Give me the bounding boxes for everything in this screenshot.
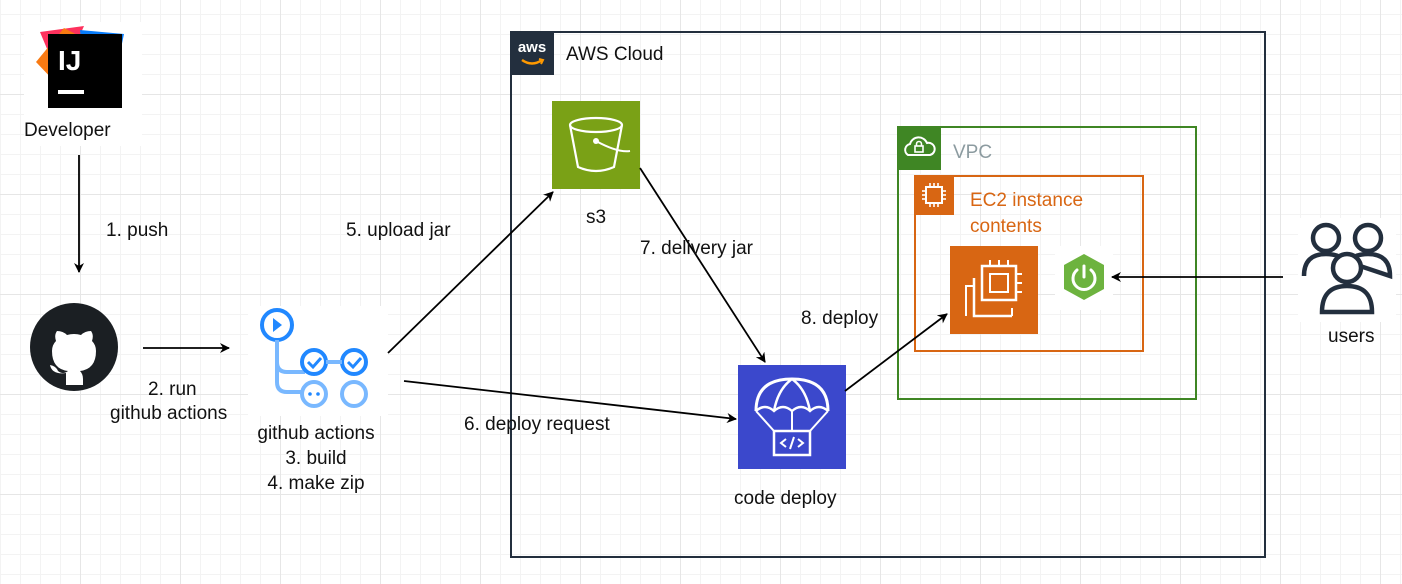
aws-cloud-group	[510, 31, 1266, 558]
arrow-deploy-request	[403, 380, 737, 423]
step-deploy-request-label: 6. deploy request	[464, 414, 610, 435]
aws-logo-icon: aws	[510, 31, 554, 75]
arrow-upload-jar	[387, 191, 554, 354]
step-run-label-line2: github actions	[110, 403, 228, 424]
vpc-title: VPC	[953, 142, 993, 163]
ec2-title-line1: EC2 instance	[970, 190, 1084, 211]
github-actions-label: github actions	[257, 423, 375, 444]
build-step-label: 3. build	[285, 448, 347, 469]
ec2-instance-icon[interactable]	[950, 246, 1038, 334]
codedeploy-label: code deploy	[734, 488, 837, 509]
svg-text:IJ: IJ	[58, 45, 81, 76]
ec2-title-line2: contents	[970, 216, 1042, 237]
arrow-delivery-jar	[639, 167, 766, 363]
arrow-deploy	[844, 313, 948, 392]
developer-label: Developer	[24, 120, 111, 141]
aws-cloud-title: AWS Cloud	[566, 44, 664, 65]
vpc-cloud-lock-icon	[897, 126, 941, 170]
github-icon[interactable]	[28, 301, 120, 393]
github-actions-icon[interactable]	[248, 306, 388, 416]
step-push-label: 1. push	[106, 220, 169, 241]
s3-label: s3	[586, 207, 607, 228]
step-deploy-label: 8. deploy	[801, 308, 879, 329]
step-upload-jar-label: 5. upload jar	[346, 220, 451, 241]
intellij-icon[interactable]: IJ	[24, 22, 142, 146]
users-label: users	[1328, 326, 1375, 347]
codedeploy-icon[interactable]	[738, 365, 846, 469]
vpc-group	[897, 126, 1197, 400]
step-delivery-jar-label: 7. delivery jar	[640, 238, 753, 259]
users-icon[interactable]	[1298, 218, 1396, 322]
spring-boot-icon[interactable]	[1055, 246, 1113, 310]
ec2-chip-small-icon	[914, 175, 954, 215]
s3-bucket-icon[interactable]	[552, 101, 640, 189]
step-run-label-line1: 2. run	[148, 379, 197, 400]
ec2-instance-group	[914, 175, 1144, 352]
make-zip-step-label: 4. make zip	[267, 473, 365, 494]
